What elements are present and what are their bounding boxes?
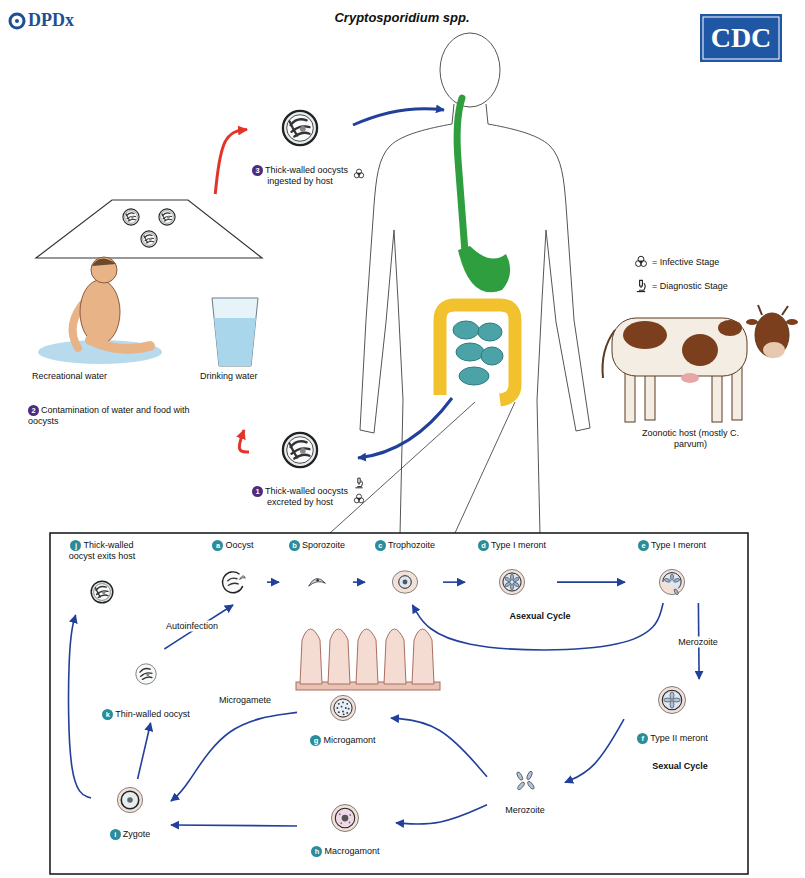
callout-number: e [638, 540, 649, 551]
life-cycle-arrow [557, 581, 625, 583]
life-stage: bSporozoite [282, 540, 352, 602]
stage-label: Macrogamont [324, 846, 379, 856]
stage-label: Type I meront [491, 540, 546, 550]
transmission-arrow [215, 130, 247, 194]
stage-label: Microgamont [323, 735, 375, 745]
callout-number: c [375, 540, 386, 551]
stage-label: Zygote [123, 829, 151, 839]
life-cycle-arrow [138, 723, 151, 779]
callout-number: d [478, 540, 489, 551]
callout-number: j [70, 540, 81, 551]
cow [603, 305, 799, 422]
stage-label: Thick-walled oocysts excreted by host [265, 486, 348, 507]
legend-text: = Infective Stage [652, 257, 719, 268]
life-stage: gMicrogamont [298, 690, 388, 746]
stage-label: Oocyst [225, 540, 253, 550]
callout-number: 1 [252, 486, 263, 497]
cycle-label: Asexual Cycle [500, 611, 580, 622]
life-stage: Merozoite [488, 760, 562, 816]
life-cycle-arrow [267, 581, 279, 583]
callout-number: i [110, 829, 121, 840]
biohazard-icon [636, 256, 647, 266]
human-figure [360, 33, 590, 535]
life-stage: kThin-walled oocyst [100, 650, 192, 720]
cycle-label: Sexual Cycle [640, 761, 720, 772]
cdc-logo [700, 14, 782, 62]
life-stage: aOocyst [200, 540, 266, 602]
stage-label: Type II meront [650, 733, 708, 743]
life-cycle-arrow [565, 719, 624, 782]
callout-number: 2 [28, 405, 39, 416]
life-stage: fType II meront [625, 682, 720, 744]
stage-label: Sporozoite [302, 540, 345, 550]
life-cycle-arrow [171, 712, 297, 801]
scene-label: Recreational water [32, 371, 107, 382]
life-cycle-arrow [353, 581, 365, 583]
life-cycle-inset [50, 533, 748, 874]
callout-number: 3 [252, 165, 263, 176]
transmission-arrow [239, 430, 249, 452]
life-cycle-arrow [391, 718, 487, 777]
infection-stage: 3Thick-walled oocysts ingested by host [250, 105, 350, 187]
host-arrows [353, 109, 452, 458]
life-cycle-arrow [443, 581, 465, 583]
parasite-stage-icons [91, 569, 685, 831]
callout-number: g [310, 735, 321, 746]
legend-text: = Diagnostic Stage [652, 281, 728, 292]
microscope-icon [637, 280, 645, 291]
life-stage: eType I meront [628, 540, 716, 602]
callout-number: h [311, 846, 322, 857]
stage-label: Thick-walled oocysts ingested by host [265, 165, 348, 186]
life-stage: hMacrogamont [298, 795, 393, 857]
infection-stage: 1Thick-walled oocysts excreted by host [250, 428, 350, 508]
callout-number: b [289, 540, 300, 551]
logo-text: CDC [700, 14, 782, 62]
life-cycle-arrow [164, 605, 233, 649]
edge-label: Microgamete [217, 695, 273, 706]
life-cycle-arrow [412, 603, 663, 650]
dpdx-logo-mark [10, 14, 24, 28]
stage-label: Thin-walled oocyst [115, 709, 190, 719]
legend-icons [636, 256, 647, 291]
life-stage: iZygote [92, 780, 168, 840]
water-contamination: 2Contamination of water and food with oo… [28, 195, 268, 427]
edge-label: Autoinfection [164, 621, 220, 632]
life-cycle-arrow [69, 615, 91, 798]
stage-label: Contamination of water and food with ooc… [28, 405, 190, 426]
life-stage: dType I meront [468, 540, 556, 602]
water-scene [36, 200, 262, 366]
zoom-lines [330, 402, 515, 533]
callout-number: f [637, 733, 648, 744]
life-stage: cTrophozoite [368, 540, 442, 602]
scene-label: Drinking water [200, 371, 258, 382]
intestinal-villi [296, 629, 440, 690]
life-stage: jThick-walled oocyst exits host [58, 540, 146, 612]
callout-number: a [212, 540, 223, 551]
life-cycle-arrow [171, 825, 297, 826]
digestive-tract [440, 98, 515, 400]
diagram-title: Cryptosporidium spp. [252, 10, 552, 25]
callout-number: k [102, 709, 113, 720]
edge-label: Merozoite [676, 637, 720, 648]
life-cycle-arrow [396, 805, 487, 824]
host-label: Zoonotic host (mostly C. parvum) [628, 428, 753, 450]
stage-label: Trophozoite [388, 540, 435, 550]
logo-text: DPDx [28, 9, 74, 31]
stage-label: Type I meront [651, 540, 706, 550]
stage-label: Merozoite [505, 805, 545, 815]
